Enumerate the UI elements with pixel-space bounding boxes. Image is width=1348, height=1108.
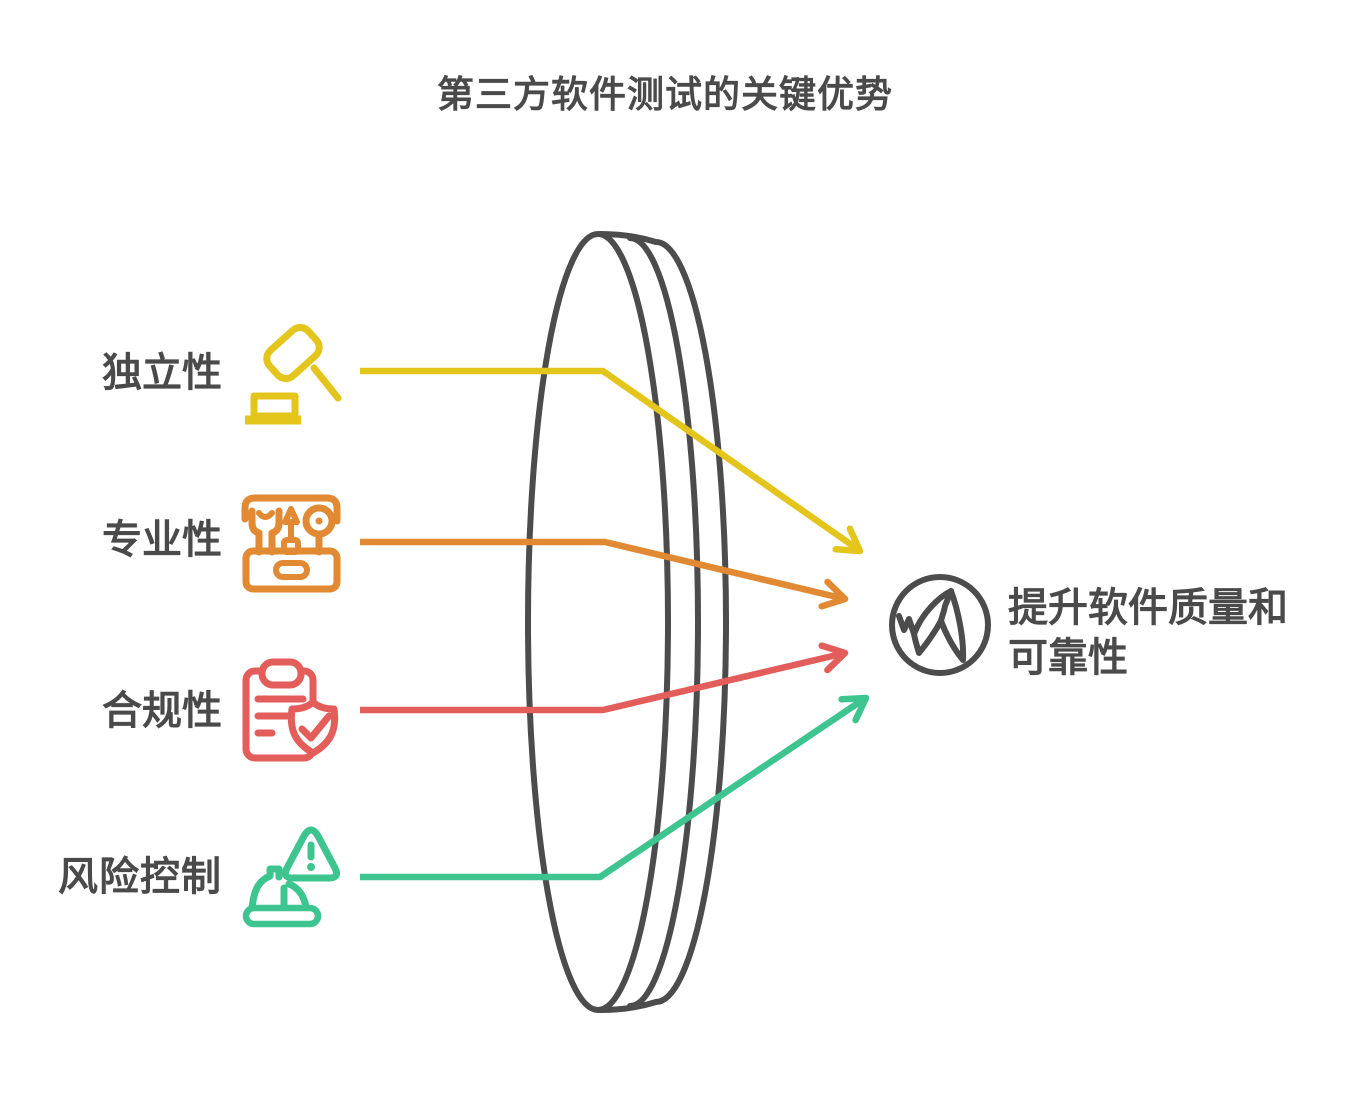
mountain-fold <box>938 588 954 624</box>
shield-checkmark <box>298 712 333 742</box>
gavel-handle <box>310 364 342 402</box>
outcome-label-line2: 可靠性 <box>1008 635 1128 681</box>
gavel-icon <box>245 324 342 425</box>
mountain-peak-icon <box>889 574 991 676</box>
lens-bottom-edge <box>597 999 659 1013</box>
hardhat-warning-icon <box>242 826 340 928</box>
clipboard-clip <box>258 658 305 689</box>
item-label-professionalism: 专业性 <box>102 517 222 563</box>
gavel-block <box>250 392 299 420</box>
item-label-risk-control: 风险控制 <box>58 854 222 900</box>
lens-front-ellipse <box>525 231 671 1013</box>
arrow-independence <box>360 367 864 555</box>
page-title: 第三方软件测试的关键优势 <box>437 73 893 116</box>
arrow-compliance <box>360 642 849 714</box>
wrench <box>248 507 283 556</box>
toolbox-lid <box>241 494 341 525</box>
toolbox-icon <box>241 494 341 593</box>
lens-disc-icon <box>525 231 729 1013</box>
item-label-independence: 独立性 <box>102 350 222 396</box>
toolbox-handle-slot <box>273 560 310 580</box>
outcome-label: 提升软件质量和 可靠性 <box>1008 583 1288 683</box>
arrow-professionalism <box>360 538 849 610</box>
warning-exclamation-dot <box>307 863 315 871</box>
mountain-swoosh <box>896 588 967 663</box>
lens-mid-rim <box>627 235 701 1009</box>
toolbox-body <box>242 547 341 593</box>
lens-top-edge <box>597 231 659 245</box>
screwdriver <box>281 506 301 555</box>
ratchet-tool <box>302 504 336 556</box>
hardhat-brim <box>242 904 322 928</box>
lens-back-rim <box>653 239 729 1005</box>
gavel-head <box>263 324 323 382</box>
shield <box>287 698 339 757</box>
arrow-risk-control <box>360 694 870 881</box>
clipboard-shield-icon <box>242 658 339 762</box>
item-label-compliance: 合规性 <box>102 688 222 734</box>
hardhat-dome-left <box>248 865 283 912</box>
outcome-circle <box>889 574 991 676</box>
outcome-label-line1: 提升软件质量和 <box>1008 585 1288 631</box>
hardhat-dome-right <box>285 880 310 911</box>
